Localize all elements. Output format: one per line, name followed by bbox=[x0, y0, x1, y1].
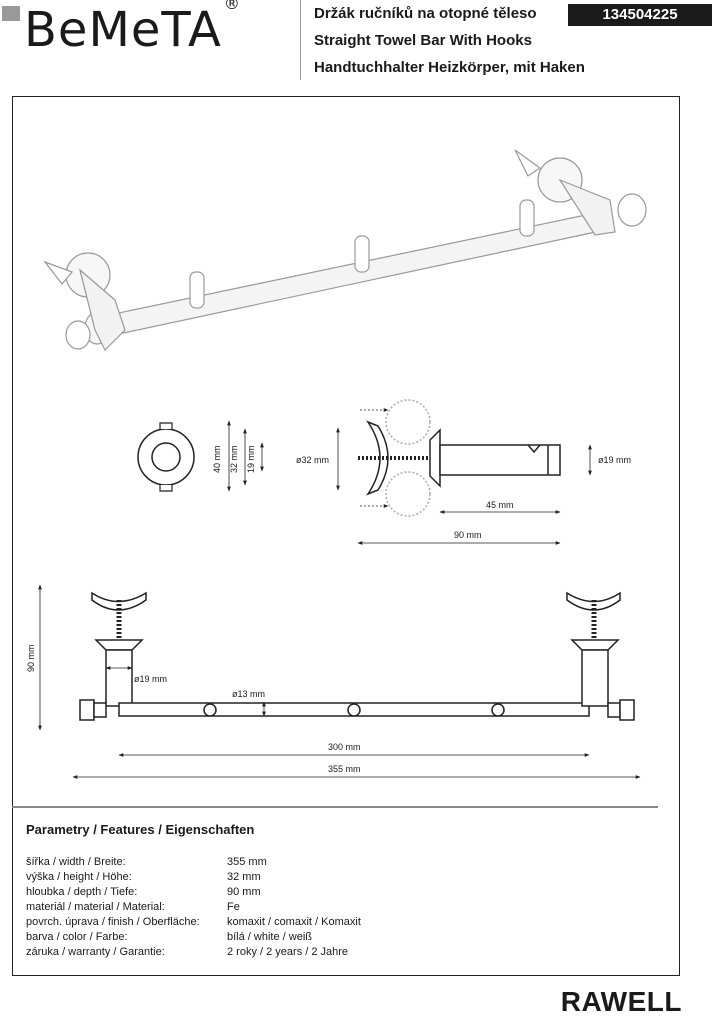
product-illustration bbox=[43, 149, 647, 352]
dim-45: 45 mm bbox=[486, 500, 514, 510]
dim-front-90: 90 mm bbox=[26, 644, 36, 672]
features-title: Parametry / Features / Eigenschaften bbox=[26, 822, 255, 837]
feature-row: barva / color / Farbe:bílá / white / wei… bbox=[26, 931, 312, 943]
dim-19: 19 mm bbox=[246, 445, 256, 473]
front-view bbox=[79, 591, 635, 721]
dim-40: 40 mm bbox=[212, 445, 222, 473]
dim-phi19: ø19 mm bbox=[598, 455, 631, 465]
dim-phi32: ø32 mm bbox=[296, 455, 329, 465]
feature-row: záruka / warranty / Garantie:2 roky / 2 … bbox=[26, 946, 349, 958]
dim-300: 300 mm bbox=[328, 742, 361, 752]
drawing-frame bbox=[12, 96, 680, 976]
registered-mark: ® bbox=[223, 0, 241, 13]
brand-footer: RAWELL bbox=[560, 986, 682, 1017]
title-german: Handtuchhalter Heizkörper, mit Haken bbox=[314, 59, 585, 76]
end-view bbox=[137, 422, 195, 492]
feature-row: povrch. úprava / finish / Oberfläche:kom… bbox=[26, 916, 361, 928]
dim-32: 32 mm bbox=[229, 445, 239, 473]
side-view bbox=[358, 399, 561, 517]
feature-row: materiál / material / Material:Fe bbox=[26, 901, 240, 913]
brand-logo: BeMeTA® bbox=[24, 0, 241, 58]
product-code: 134504225 bbox=[568, 4, 712, 26]
dim-front-phi19: ø19 mm bbox=[134, 674, 167, 684]
dim-355: 355 mm bbox=[328, 764, 361, 774]
logo-square bbox=[2, 6, 20, 21]
dim-90: 90 mm bbox=[454, 530, 482, 540]
title-czech: Držák ručníků na otopné těleso bbox=[314, 5, 537, 22]
features-divider bbox=[12, 806, 658, 808]
header-divider bbox=[300, 0, 301, 80]
feature-row: výška / height / Höhe:32 mm bbox=[26, 871, 261, 883]
feature-row: hloubka / depth / Tiefe:90 mm bbox=[26, 886, 261, 898]
dim-front-phi13: ø13 mm bbox=[232, 689, 265, 699]
feature-row: šířka / width / Breite:355 mm bbox=[26, 856, 267, 868]
title-english: Straight Towel Bar With Hooks bbox=[314, 32, 532, 49]
